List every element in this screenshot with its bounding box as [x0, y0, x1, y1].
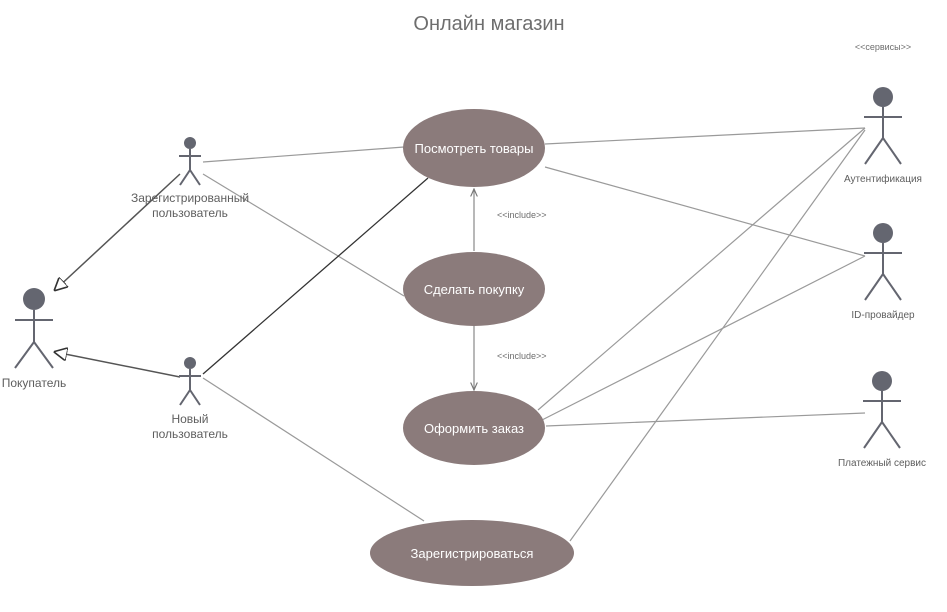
actor-authentication[interactable]: Аутентификация — [844, 87, 922, 185]
use-case-shape — [403, 391, 545, 465]
use-case-label: Оформить заказ — [424, 421, 524, 436]
actor-buyer[interactable]: Покупатель — [2, 288, 66, 390]
use-case-register[interactable]: Зарегистрироваться — [370, 520, 574, 586]
assoc-order-auth — [537, 127, 866, 411]
include-label-2: <<include>> — [497, 351, 547, 361]
use-case-make-purchase[interactable]: Сделать покупку — [403, 252, 545, 326]
assoc-order-payment — [545, 412, 866, 427]
actor-label-line1: Зарегистрированный — [131, 191, 249, 205]
assoc-order-idp — [541, 255, 866, 421]
actor-body — [179, 369, 201, 406]
use-case-shape — [403, 109, 545, 187]
actor-head — [873, 223, 893, 243]
actor-label-line1: Новый — [171, 412, 208, 426]
use-case-view-products[interactable]: Посмотреть товары — [403, 109, 545, 187]
actor-head — [184, 357, 196, 369]
assoc-new-register — [202, 377, 425, 522]
actor-head — [184, 137, 196, 149]
use-case-place-order[interactable]: Оформить заказ — [403, 391, 545, 465]
generalization-new-buyer — [55, 352, 181, 378]
actor-body — [864, 243, 902, 301]
actor-label: Платежный сервис — [838, 458, 926, 469]
actor-body — [864, 107, 902, 165]
actor-id-provider[interactable]: ID-провайдер — [851, 223, 915, 321]
actor-head — [23, 288, 45, 310]
use-case-label: Посмотреть товары — [415, 141, 534, 156]
use-case-shape — [370, 520, 574, 586]
actor-head — [872, 371, 892, 391]
include-label-1: <<include>> — [497, 210, 547, 220]
actor-new-user[interactable]: Новый пользователь — [152, 357, 228, 441]
generalization-registered-buyer — [55, 173, 181, 290]
actor-label: Аутентификация — [844, 173, 922, 185]
actor-registered-user[interactable]: Зарегистрированный пользователь — [131, 137, 249, 220]
actor-label-line2: пользователь — [152, 206, 228, 220]
assoc-registered-view — [202, 146, 405, 163]
use-case-label: Сделать покупку — [424, 282, 525, 297]
diagram-title: Онлайн магазин — [413, 13, 564, 35]
actor-label: Покупатель — [2, 376, 66, 390]
actor-payment-service[interactable]: Платежный сервис — [838, 371, 926, 469]
actor-body — [14, 310, 54, 369]
assoc-registered-purchase — [202, 173, 405, 297]
assoc-view-auth — [544, 127, 866, 145]
actor-label-line2: пользователь — [152, 427, 228, 441]
actor-head — [873, 87, 893, 107]
assoc-new-view — [202, 177, 429, 375]
use-case-label: Зарегистрироваться — [411, 546, 534, 561]
assoc-register-auth — [569, 129, 866, 542]
actor-body — [179, 149, 201, 186]
actor-body — [863, 391, 901, 449]
actor-label: ID-провайдер — [851, 310, 915, 321]
services-stereotype: <<сервисы>> — [855, 42, 911, 52]
assoc-view-idp — [544, 166, 866, 257]
use-case-shape — [403, 252, 545, 326]
